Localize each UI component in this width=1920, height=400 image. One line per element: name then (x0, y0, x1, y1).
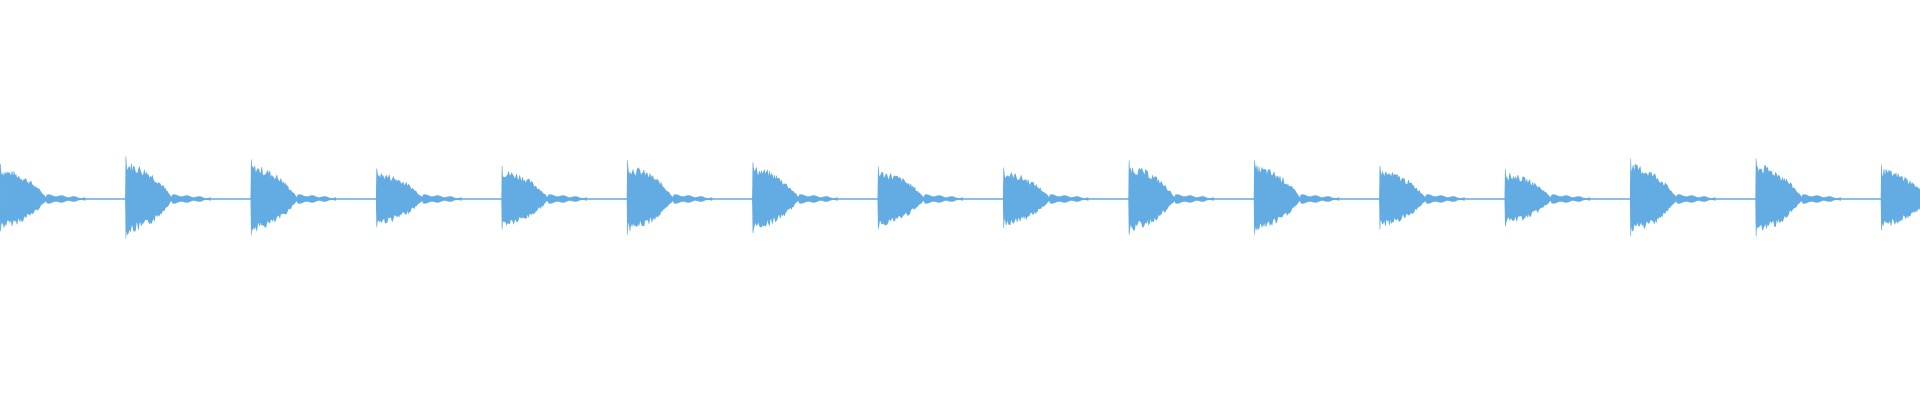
waveform-pulse (375, 168, 462, 228)
waveform-pulse (1880, 164, 1920, 231)
waveform-pulse (1002, 167, 1089, 229)
waveform-pulse (752, 162, 838, 233)
waveform-pulses (0, 156, 1920, 239)
waveform-pulse (1755, 158, 1841, 237)
waveform-pulse (1629, 158, 1716, 237)
waveform-pulse (0, 163, 86, 232)
waveform-pulse (501, 165, 587, 230)
waveform-pulse (626, 160, 713, 235)
waveform-pulse (125, 156, 211, 239)
waveform-pulse (1128, 160, 1214, 235)
waveform-pulse (250, 159, 337, 236)
waveform-pulse (1504, 169, 1591, 227)
waveform-pulse (877, 166, 964, 229)
waveform-pulse (1253, 160, 1340, 235)
waveform-pulse (1379, 165, 1465, 230)
